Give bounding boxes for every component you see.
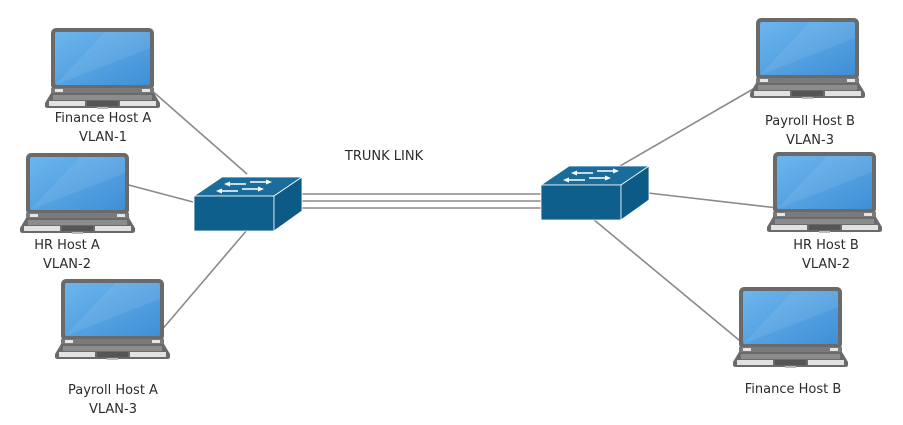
payroll-host-b-name: Payroll Host B [765,114,855,129]
link-hr-b [647,192,779,209]
payroll-host-a-laptop-icon[interactable] [55,279,170,360]
finance-host-b-name: Finance Host B [745,382,842,397]
payroll-host-a-name: Payroll Host A [68,383,158,398]
payroll-host-b-laptop-icon[interactable] [750,18,865,99]
link-payroll-a [159,229,248,333]
links [124,84,779,346]
hr-host-a-laptop-icon[interactable] [20,153,135,234]
hr-host-a-name: HR Host A [34,238,100,253]
link-finance-a [149,88,248,175]
hr-host-b-vlan: VLAN-2 [802,257,850,272]
finance-host-a-laptop-icon[interactable] [45,28,160,109]
hr-host-a-vlan: VLAN-2 [43,257,91,272]
link-hr-a [124,183,194,203]
payroll-host-a-vlan: VLAN-3 [89,402,137,417]
finance-host-a-name: Finance Host A [55,111,152,126]
switch-a-icon[interactable] [193,176,303,232]
trunk-link-label: TRUNK LINK [344,149,424,164]
trunk-link [302,193,541,209]
switch-b-icon[interactable] [540,165,650,221]
link-finance-b [592,218,746,346]
hr-host-b-name: HR Host B [793,238,859,253]
payroll-host-b-vlan: VLAN-3 [786,133,834,148]
finance-host-b-laptop-icon[interactable] [733,287,848,368]
finance-host-a-vlan: VLAN-1 [79,130,127,145]
hr-host-b-laptop-icon[interactable] [767,152,882,233]
link-payroll-b [619,84,761,167]
